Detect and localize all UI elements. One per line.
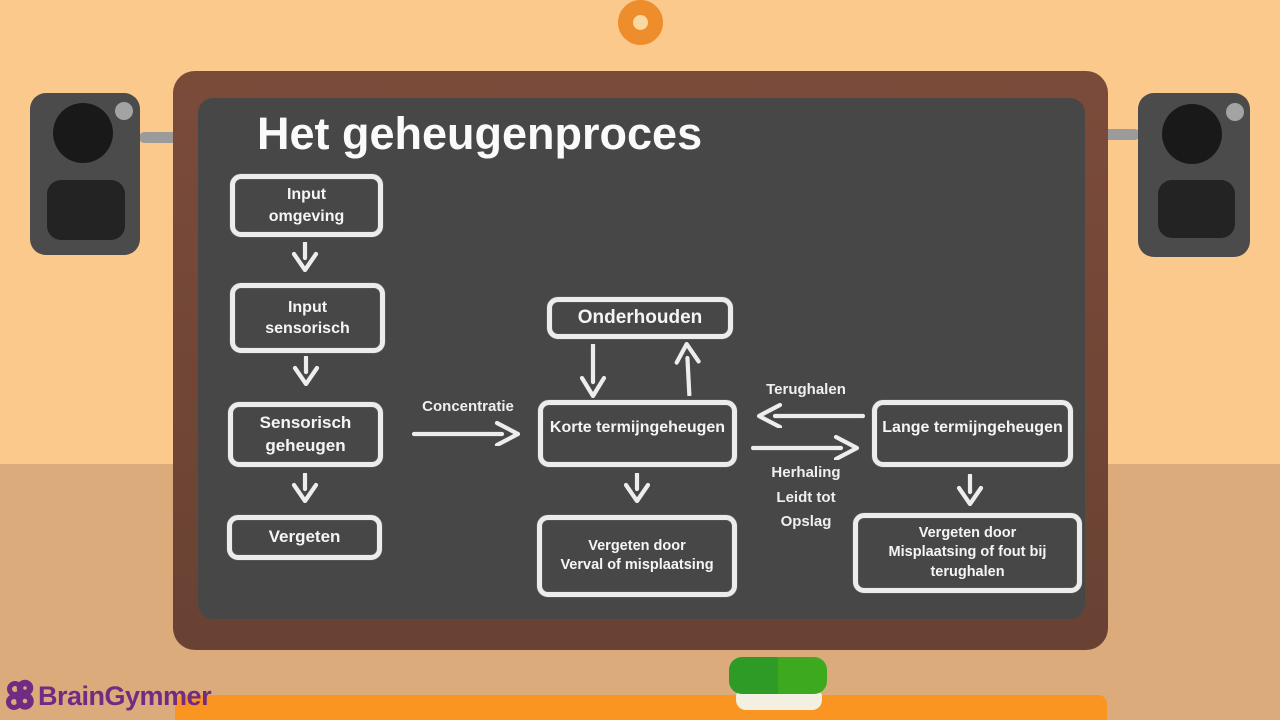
chalkboard-surface: [198, 98, 1085, 619]
speaker-right: [1138, 93, 1250, 257]
speaker-grille-icon: [47, 180, 125, 240]
node-label: Vergeten: [268, 527, 341, 547]
node-lange-termijngeheugen: Lange termijngeheugen: [872, 400, 1073, 467]
edge-label-herhaling: Herhaling: [771, 464, 841, 481]
node-label: Misplaatsing of fout bij: [888, 544, 1047, 561]
arrow-left-icon: [756, 402, 865, 428]
node-vergeten-misplaatsing: Vergeten door Misplaatsing of fout bij t…: [853, 513, 1082, 593]
arrow-down-icon: [579, 344, 607, 398]
speaker-woofer-icon: [53, 103, 113, 163]
brand-logo-text: BrainGymmer: [38, 680, 212, 711]
eraser-base: [736, 692, 822, 710]
speaker-knob-icon: [115, 102, 133, 120]
node-label: geheugen: [265, 435, 346, 455]
speaker-grille-icon: [1158, 180, 1235, 238]
speaker-mount-left: [139, 132, 177, 143]
arrow-down-icon: [623, 473, 651, 503]
arrow-down-icon: [291, 242, 319, 272]
node-label: Korte termijngeheugen: [549, 419, 726, 436]
node-label: Onderhouden: [577, 307, 703, 329]
node-vergeten-verval: Vergeten door Verval of misplaatsing: [537, 515, 737, 597]
arrow-up-icon: [674, 341, 701, 397]
node-onderhouden: Onderhouden: [547, 297, 733, 339]
node-input-omgeving: Input omgeving: [230, 174, 383, 237]
edge-label-concentratie: Concentratie: [422, 398, 514, 415]
node-label: Vergeten door: [918, 525, 1017, 542]
ceiling-light-icon: [618, 0, 663, 45]
node-label: Input: [287, 298, 328, 316]
page-title: Het geheugenproces: [257, 108, 703, 159]
node-label: Sensorisch: [259, 413, 352, 433]
speaker-woofer-icon: [1162, 104, 1222, 164]
node-input-sensorisch: Input sensorisch: [230, 283, 385, 353]
node-vergeten: Vergeten: [227, 515, 382, 560]
arrow-down-icon: [956, 474, 984, 506]
eraser: [729, 657, 827, 694]
chalk-tray: [175, 695, 1107, 720]
arrow-down-icon: [292, 356, 320, 386]
brand-logo: BrainGymmer: [6, 679, 212, 713]
arrow-down-icon: [291, 473, 319, 503]
node-korte-termijngeheugen: Korte termijngeheugen: [538, 400, 737, 467]
node-label: sensorisch: [265, 320, 350, 337]
edge-label-opslag: Opslag: [780, 513, 832, 530]
braingymmer-brain-icon: [6, 679, 34, 710]
speaker-left: [30, 93, 140, 255]
speaker-mount-right: [1104, 129, 1140, 140]
node-label: Lange termijngeheugen: [882, 419, 1063, 436]
edge-label-leidt-tot: Leidt tot: [776, 489, 836, 506]
arrow-right-icon: [412, 420, 521, 446]
node-label: Verval of misplaatsing: [560, 557, 714, 573]
speaker-knob-icon: [1226, 103, 1244, 121]
node-sensorisch-geheugen: Sensorisch geheugen: [228, 402, 383, 467]
node-label: terughalen: [930, 563, 1005, 580]
arrow-right-icon: [751, 434, 860, 460]
node-label: Input: [286, 186, 327, 204]
chalkboard: [173, 71, 1108, 650]
node-label: omgeving: [268, 207, 345, 225]
edge-label-terughalen: Terughalen: [766, 381, 846, 398]
node-label: Vergeten door: [588, 537, 686, 554]
